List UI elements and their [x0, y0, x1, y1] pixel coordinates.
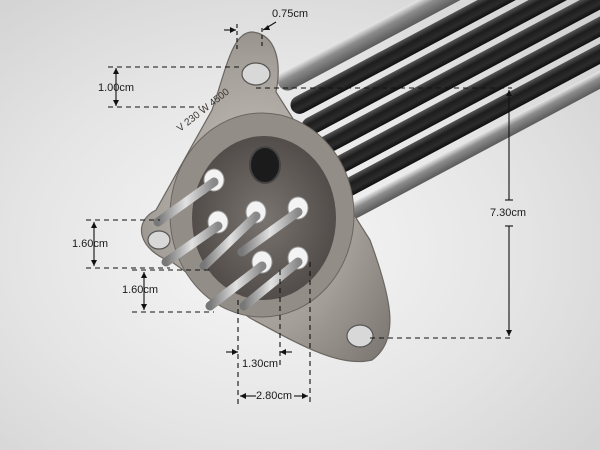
terminal-pin	[161, 210, 229, 267]
dimension-label-pin-vertical-1: 1.60cm	[72, 238, 109, 250]
dimension-label-element-length: 7.30cm	[490, 207, 527, 219]
terminal-pin	[239, 246, 309, 311]
terminal-pin	[199, 200, 267, 271]
terminal-pins	[153, 168, 309, 311]
dimension-lines	[86, 21, 513, 404]
dimension-label-pin-vertical-2: 1.60cm	[122, 284, 159, 296]
element-tubes	[277, 0, 600, 219]
dimension-label-pin-horizontal: 1.30cm	[242, 358, 279, 370]
dimension-label-pin-span: 2.80cm	[256, 390, 293, 402]
dimension-label-hole-offset: 1.00cm	[98, 82, 135, 94]
dimension-label-tab-width: 0.75cm	[272, 8, 309, 20]
terminal-pin	[153, 168, 225, 227]
terminal-pin	[205, 250, 273, 311]
terminal-pin	[237, 196, 309, 257]
